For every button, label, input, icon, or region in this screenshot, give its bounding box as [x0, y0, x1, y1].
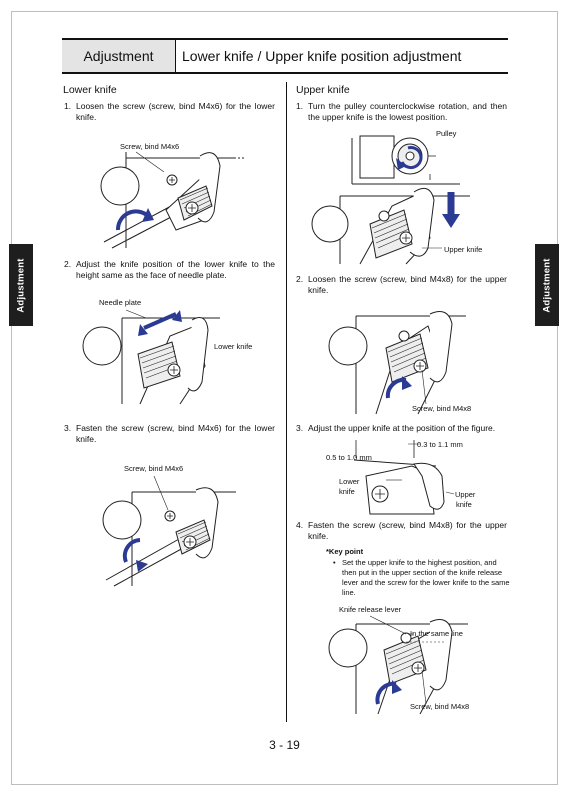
upper-knife-figure-1 — [311, 135, 470, 265]
side-tab-right-label: Adjustment — [541, 257, 553, 313]
upper-step-4-num: 4. — [296, 520, 304, 530]
upper-fig2-screw-label: Screw, bind M4x8 — [412, 404, 472, 413]
lower-knife-figure-3 — [102, 476, 236, 587]
key-point-title: *Key point — [326, 547, 364, 556]
upper-fig4-line-label: In the same line — [410, 629, 463, 638]
page-header: Adjustment Lower knife / Upper knife pos… — [62, 38, 508, 74]
upper-fig3-lower-b: knife — [339, 487, 355, 496]
lower-step-1-num: 1. — [64, 101, 72, 111]
upper-step-4-text: Fasten the screw (screw, bind M4x8) for … — [308, 520, 507, 541]
lower-step-2-num: 2. — [64, 259, 72, 269]
upper-step-2-text: Loosen the screw (screw, bind M4x8) for … — [308, 274, 507, 295]
upper-knife-title: Upper knife — [296, 84, 350, 96]
upper-fig1-knife-label: Upper knife — [444, 245, 483, 254]
page-frame — [11, 11, 558, 785]
upper-step-2-num: 2. — [296, 274, 304, 284]
key-point-bullet: Set the upper knife to the highest posit… — [342, 558, 510, 597]
lower-fig2-knife-label: Lower knife — [214, 342, 253, 351]
page-number: 3 - 19 — [269, 738, 300, 752]
upper-step-4: 4. Fasten the screw (screw, bind M4x8) f… — [296, 520, 507, 542]
upper-step-1-num: 1. — [296, 101, 304, 111]
lower-knife-figure-2 — [82, 309, 220, 405]
upper-step-1: 1. Turn the pulley counterclockwise rota… — [296, 101, 507, 123]
upper-fig4-lever-label: Knife release lever — [339, 605, 402, 614]
key-point: *Key point • Set the upper knife to the h… — [326, 547, 510, 598]
lower-step-1-text: Loosen the screw (screw, bind M4x6) for … — [76, 101, 275, 122]
upper-step-3-num: 3. — [296, 423, 304, 433]
upper-step-3-text: Adjust the upper knife at the position o… — [308, 423, 496, 433]
header-section: Adjustment — [62, 40, 176, 72]
lower-step-2: 2. Adjust the knife position of the lowe… — [64, 259, 275, 281]
upper-step-3: 3. Adjust the upper knife at the positio… — [296, 423, 512, 434]
lower-step-3-num: 3. — [64, 423, 72, 433]
upper-fig3-dim1: 0.3 to 1.1 mm — [417, 440, 463, 449]
lower-knife-figure-1 — [100, 151, 244, 249]
lower-step-2-text: Adjust the knife position of the lower k… — [76, 259, 275, 280]
upper-fig1-pulley-label: Pulley — [436, 129, 457, 138]
lower-knife-title: Lower knife — [63, 84, 117, 96]
upper-fig3-upper-a: Upper — [455, 490, 476, 499]
lower-fig3-screw-label: Screw, bind M4x6 — [124, 464, 184, 473]
lower-step-3: 3. Fasten the screw (screw, bind M4x6) f… — [64, 423, 275, 445]
key-point-bullet-dot: • — [333, 558, 336, 567]
side-tab-left-label: Adjustment — [15, 257, 27, 313]
upper-knife-figure-4 — [328, 615, 468, 715]
upper-fig3-dim2: 0.5 to 1.0 mm — [326, 453, 372, 462]
lower-step-3-text: Fasten the screw (screw, bind M4x6) for … — [76, 423, 275, 444]
upper-fig3-lower-a: Lower — [339, 477, 360, 486]
upper-fig3-upper-b: knife — [456, 500, 472, 509]
lower-fig1-screw-label: Screw, bind M4x6 — [120, 142, 180, 151]
header-title: Lower knife / Upper knife position adjus… — [182, 48, 462, 64]
upper-fig4-screw-label: Screw, bind M4x8 — [410, 702, 470, 711]
upper-knife-figure-2 — [328, 311, 466, 415]
side-tab-right[interactable]: Adjustment — [535, 244, 559, 326]
column-divider — [286, 82, 287, 722]
lower-fig2-plate-label: Needle plate — [99, 298, 142, 307]
lower-step-1: 1. Loosen the screw (screw, bind M4x6) f… — [64, 101, 275, 123]
upper-step-1-text: Turn the pulley counterclockwise rotatio… — [308, 101, 507, 122]
upper-knife-figure-3 — [353, 440, 455, 515]
side-tab-left[interactable]: Adjustment — [9, 244, 33, 326]
upper-step-2: 2. Loosen the screw (screw, bind M4x8) f… — [296, 274, 507, 296]
